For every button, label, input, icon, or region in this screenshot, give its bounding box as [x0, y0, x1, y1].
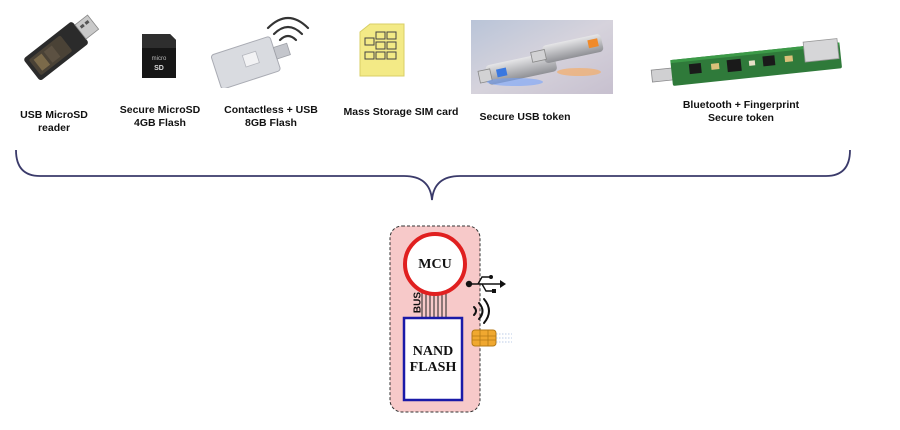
bluetooth-fingerprint-image [650, 38, 842, 86]
nand-flash-label: NAND FLASH [409, 344, 457, 375]
product-label-secure-usb-token: Secure USB token [479, 111, 571, 123]
secure-microsd-image: micro SD [142, 34, 176, 78]
contactless-usb-image [211, 16, 310, 88]
product-label-mass-storage-sim: Mass Storage SIM card [343, 106, 459, 118]
wireless-icon [473, 298, 490, 324]
product-label-contactless-usb: Contactless + USB 8GB Flash [224, 104, 318, 129]
smartcard-chip-icon [471, 329, 512, 347]
svg-text:micro: micro [152, 56, 167, 62]
module-diagram [389, 225, 481, 413]
mass-storage-sim-image [359, 23, 405, 77]
product-label-secure-microsd: Secure MicroSD 4GB Flash [119, 104, 201, 129]
svg-text:SD: SD [154, 65, 164, 72]
bus-label: BUS [412, 291, 424, 314]
usb-icon [465, 275, 506, 293]
secure-usb-token-image [471, 20, 613, 94]
product-label-usb-microsd-reader: USB MicroSD reader [20, 109, 88, 134]
usb-microsd-reader-image [24, 14, 100, 80]
product-label-bluetooth-fingerprint: Bluetooth + Fingerprint Secure token [682, 99, 800, 124]
mcu-label: MCU [418, 257, 452, 272]
grouping-brace [15, 149, 851, 201]
